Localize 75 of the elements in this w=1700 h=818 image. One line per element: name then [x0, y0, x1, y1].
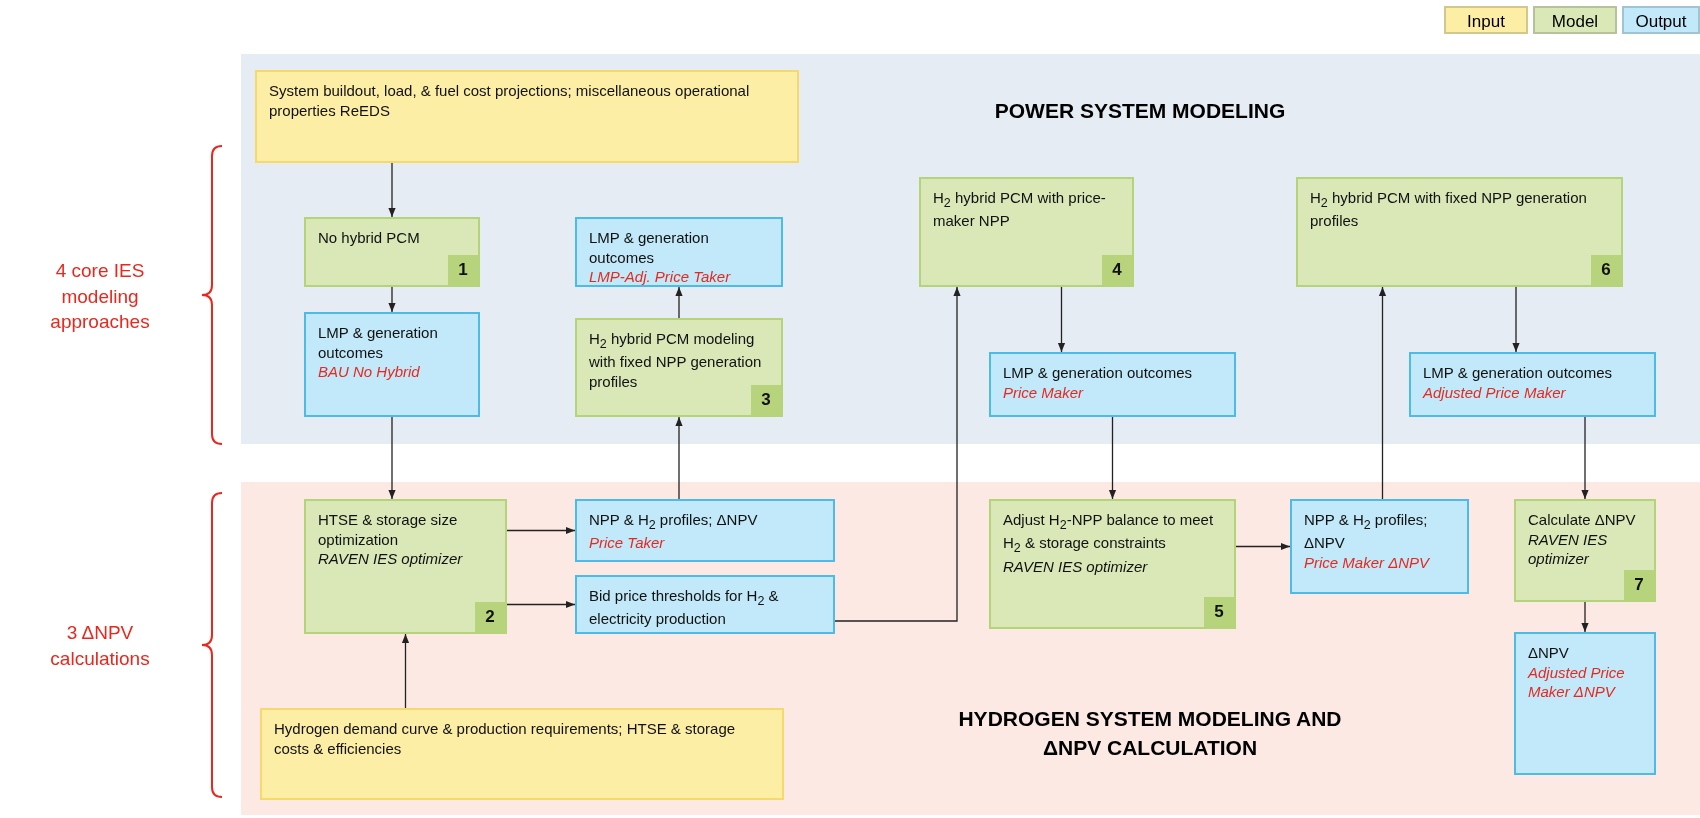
arrow — [388, 162, 396, 218]
model-box — [304, 217, 480, 287]
box-text: NPP & H$_{2}$ profiles; ΔNPV — [1304, 510, 1429, 553]
box-text: LMP & generation outcomes — [589, 228, 710, 267]
arrow — [1235, 542, 1291, 551]
output-box — [1290, 499, 1469, 594]
arrow — [675, 416, 683, 500]
section-band — [241, 482, 1700, 815]
section-heading: HYDROGEN SYSTEM MODELING AND ΔNPV CALCULATION — [957, 706, 1343, 762]
output-box — [575, 217, 783, 287]
section-heading: POWER SYSTEM MODELING — [993, 98, 1287, 124]
input-box — [260, 708, 784, 800]
box-text: Calculate ΔNPV — [1528, 510, 1637, 530]
box-text: H$_{2}$ hybrid PCM with price-maker NPP — [933, 188, 1107, 231]
arrow — [1512, 286, 1520, 353]
box-text: ΔNPV — [1528, 643, 1570, 663]
model-box — [575, 318, 783, 417]
legend-item: Model — [1533, 6, 1617, 34]
box-text: H$_{2}$ hybrid PCM with fixed NPP generation profiles — [1310, 188, 1588, 231]
method-text: RAVEN IES optimizer — [1528, 529, 1609, 569]
section-band — [241, 54, 1700, 444]
box-text: Adjust H$_{2}$-NPP balance to meet H$_{2}$ & storage constraints — [1003, 510, 1215, 557]
scenario-text: LMP-Adj. Price Taker — [589, 267, 732, 287]
output-box — [575, 499, 835, 562]
box-text: Hydrogen demand curve & production requirements; HTSE & storage costs & efficiencies — [274, 719, 737, 758]
arrow — [1108, 416, 1117, 500]
step-number: 5 — [1204, 597, 1234, 627]
arrow — [1581, 601, 1589, 633]
model-box — [1514, 499, 1656, 602]
box-text: LMP & generation outcomes — [1003, 363, 1193, 383]
output-box — [1514, 632, 1656, 775]
step-number: 1 — [448, 255, 478, 285]
box-text: NPP & H$_{2}$ profiles; ΔNPV — [589, 510, 759, 534]
arrow — [506, 600, 576, 609]
arrow — [401, 633, 410, 709]
box-text: LMP & generation outcomes — [318, 323, 439, 362]
arrow — [1581, 416, 1589, 500]
scenario-text: BAU No Hybrid — [318, 362, 421, 382]
input-box — [255, 70, 799, 163]
scenario-text: Adjusted Price Maker — [1423, 382, 1567, 402]
step-number: 2 — [475, 602, 505, 632]
step-number: 4 — [1102, 255, 1132, 285]
output-box — [304, 312, 480, 417]
scenario-text: Price Maker ΔNPV — [1304, 552, 1431, 573]
arrow — [506, 526, 576, 535]
box-text: No hybrid PCM — [318, 228, 421, 248]
output-box — [575, 575, 835, 634]
box-text: HTSE & storage size optimization — [318, 510, 459, 549]
legend-item: Input — [1444, 6, 1528, 34]
output-box — [989, 352, 1236, 417]
model-box — [919, 177, 1134, 287]
arrow — [675, 286, 683, 319]
legend-item: Output — [1622, 6, 1700, 34]
arrow — [834, 286, 961, 622]
arrow — [1057, 286, 1066, 353]
model-box — [304, 499, 507, 634]
step-number: 6 — [1591, 255, 1621, 285]
step-number: 7 — [1624, 570, 1654, 600]
output-box — [1409, 352, 1656, 417]
bracket-label: 3 ΔNPV calculations — [49, 621, 151, 671]
scenario-text: Adjusted Price Maker ΔNPV — [1528, 662, 1626, 702]
bracket-label: 4 core IES modeling approaches — [49, 259, 151, 335]
model-box — [1296, 177, 1623, 287]
method-text: RAVEN IES optimizer — [318, 549, 464, 569]
arrow — [388, 416, 396, 500]
model-box — [989, 499, 1236, 629]
scenario-text: Price Taker — [589, 533, 666, 553]
method-text: RAVEN IES optimizer — [1003, 556, 1149, 576]
arrow — [1378, 286, 1387, 500]
box-text: LMP & generation outcomes — [1423, 363, 1613, 383]
step-number: 3 — [751, 385, 781, 415]
box-text: System buildout, load, & fuel cost projections; miscellaneous operational properties ReEDS — [269, 81, 751, 120]
arrow — [388, 286, 396, 313]
box-text: Bid price thresholds for H$_{2}$ & electricity production — [589, 586, 780, 629]
scenario-text: Price Maker — [1003, 382, 1085, 402]
